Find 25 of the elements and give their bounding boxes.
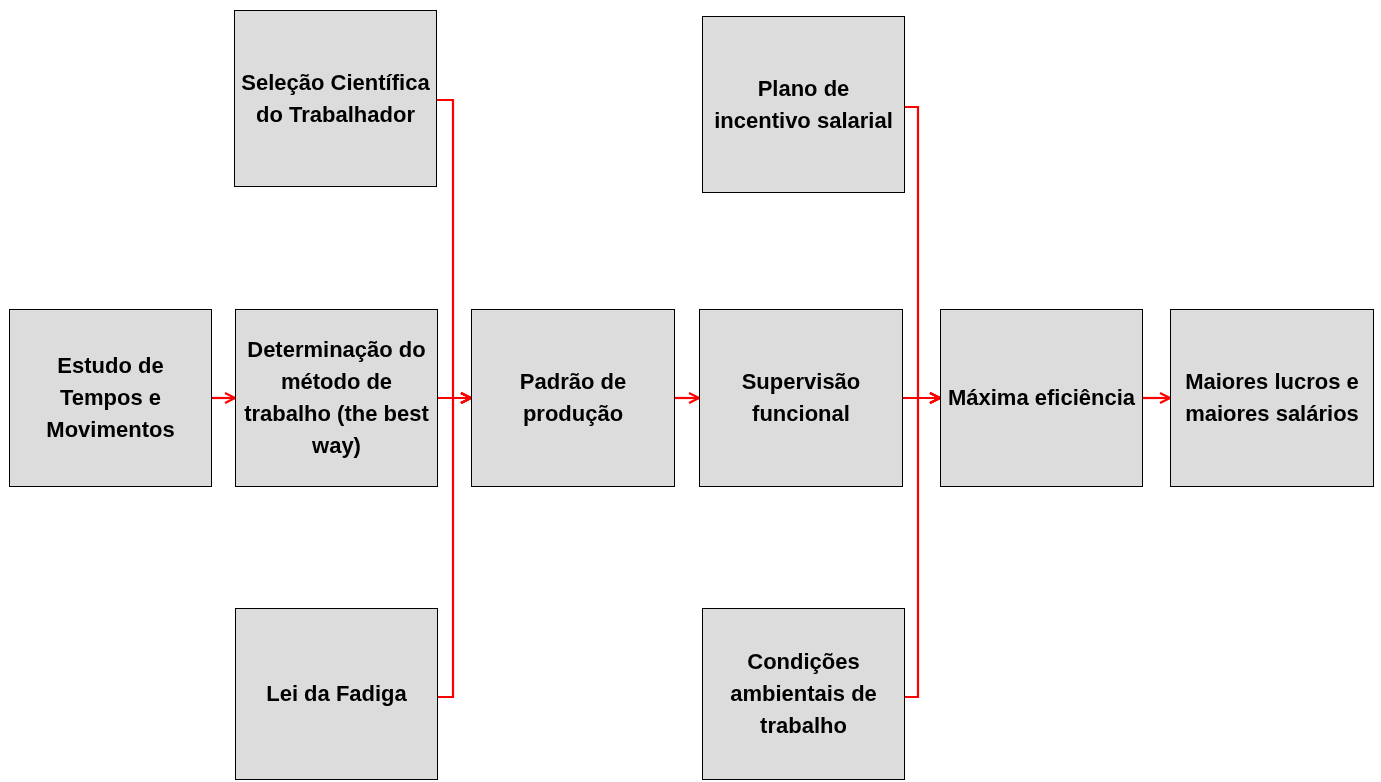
box-label: Condições ambientais de trabalho	[729, 648, 878, 740]
arrow	[212, 391, 237, 405]
box-label: Plano de incentivo salarial	[713, 74, 894, 135]
arrow	[438, 391, 473, 699]
box-label: Padrão de produção	[518, 368, 628, 428]
process-box	[235, 309, 438, 487]
arrow	[905, 391, 942, 699]
process-box	[702, 16, 905, 193]
process-box	[1170, 309, 1374, 487]
arrow	[675, 391, 701, 405]
process-box	[234, 10, 437, 187]
box-label: Supervisão funcional	[740, 368, 862, 428]
process-box	[699, 309, 903, 487]
process-box	[702, 608, 905, 780]
process-box	[235, 608, 438, 780]
box-label: Máxima eficiência	[947, 384, 1136, 412]
process-box	[9, 309, 212, 487]
arrow	[1143, 391, 1172, 405]
box-label: Determinação do método de trabalho (the best way)	[243, 336, 430, 460]
box-label: Maiores lucros e maiores salários	[1184, 368, 1360, 428]
box-label: Lei da Fadiga	[266, 680, 407, 708]
process-box	[940, 309, 1143, 487]
box-label: Seleção Científica do Trabalhador	[240, 68, 431, 129]
process-box	[471, 309, 675, 487]
box-label: Estudo de Tempos e Movimentos	[45, 352, 176, 444]
